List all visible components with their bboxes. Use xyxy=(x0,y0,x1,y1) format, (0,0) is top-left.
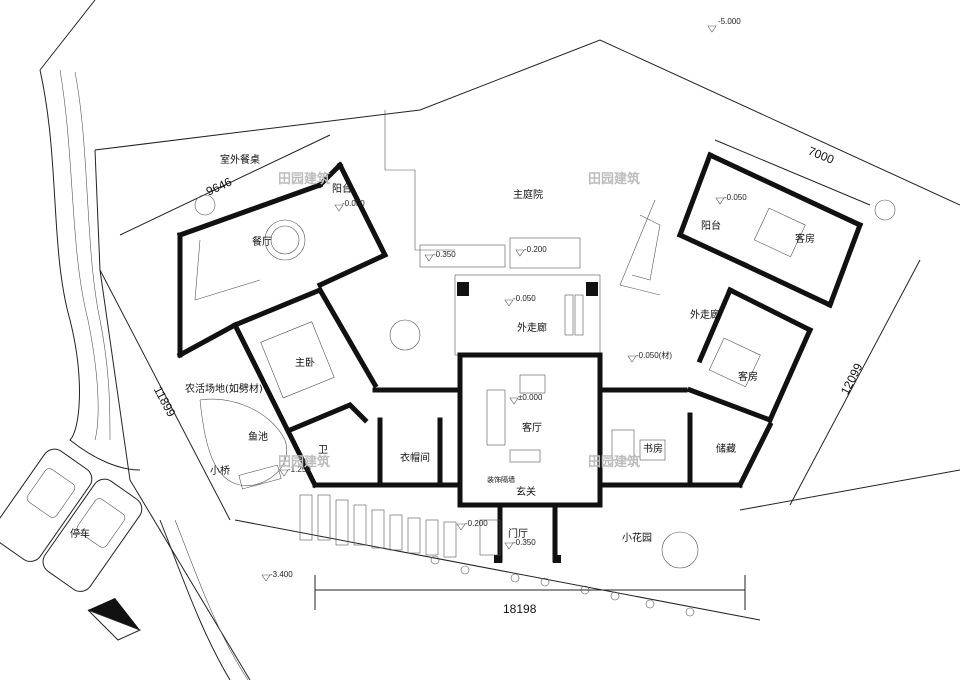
level-balcony-right: -0.050 xyxy=(724,193,747,202)
dim-left-diag: 9646 xyxy=(204,174,234,198)
dim-right-top: 7000 xyxy=(806,144,836,167)
label-main-courtyard: 主庭院 xyxy=(513,188,543,201)
level-markers xyxy=(261,25,725,582)
dim-bottom: 18198 xyxy=(503,602,537,616)
label-balcony-left: 阳台 xyxy=(332,182,352,195)
label-outer-corridor-right: 外走廊 xyxy=(690,308,720,321)
label-entrance-hall: 门厅 xyxy=(508,527,528,540)
river xyxy=(39,69,249,680)
watermark: 田园建筑 xyxy=(278,454,330,470)
parking-area xyxy=(0,448,143,592)
site-boundary xyxy=(39,0,960,680)
level-pond: -1.250 xyxy=(288,465,311,474)
dim-right-side: 12099 xyxy=(838,361,866,397)
stepping-blocks xyxy=(299,494,457,558)
label-balcony-right: 阳台 xyxy=(701,219,721,232)
level-balcony-left: -0.050 xyxy=(342,199,365,208)
right-wing-upper xyxy=(676,151,864,424)
label-farm-area: 农活场地(如劈材) xyxy=(185,382,263,395)
label-study: 书房 xyxy=(643,442,663,455)
label-foyer-hall: 玄关 xyxy=(516,485,536,498)
master-wing xyxy=(231,286,463,489)
level-study: -0.050(材) xyxy=(636,350,672,360)
watermark: 田园建筑 xyxy=(278,171,330,187)
dim-left-side: 11899 xyxy=(151,384,179,420)
dimension-lines xyxy=(99,134,921,610)
label-outer-corridor-center: 外走廊 xyxy=(517,321,547,334)
label-guest-room-2: 客房 xyxy=(738,370,758,383)
plants xyxy=(194,194,896,617)
level-courtyard-2: -0.200 xyxy=(524,245,547,254)
level-living: ±0.000 xyxy=(518,393,543,402)
label-living-room: 客厅 xyxy=(522,421,542,434)
label-cloakroom: 衣帽间 xyxy=(400,451,430,464)
label-dining: 餐厅 xyxy=(252,235,272,248)
right-wing-lower xyxy=(597,387,774,489)
level-bottom-left: -3.400 xyxy=(270,570,293,579)
label-outdoor-dining: 室外餐桌 xyxy=(220,153,260,166)
label-small-garden: 小花园 xyxy=(622,531,652,544)
north-arrow-icon xyxy=(87,598,142,641)
level-entrance-1: -0.200 xyxy=(465,519,488,528)
label-bathroom: 卫 xyxy=(318,445,328,456)
label-fish-pond: 鱼池 xyxy=(248,430,268,443)
watermark: 田园建筑 xyxy=(588,171,640,187)
watermark: 田园建筑 xyxy=(588,454,640,470)
label-storage: 储藏 xyxy=(716,442,736,455)
label-master-bedroom: 主卧 xyxy=(295,356,315,369)
central-block xyxy=(419,237,603,508)
level-corridor: -0.050 xyxy=(513,294,536,303)
level-courtyard-1: -0.350 xyxy=(433,250,456,259)
label-small-bridge: 小桥 xyxy=(210,465,230,477)
label-foyer-wall: 装饰隔墙 xyxy=(487,475,515,484)
pond-area xyxy=(199,398,457,558)
label-guest-room-1: 客房 xyxy=(795,232,815,245)
level-entrance-2: -0.350 xyxy=(513,538,536,547)
entrance xyxy=(479,502,561,563)
left-wing xyxy=(176,161,389,359)
level-top-right: -5.000 xyxy=(718,17,741,26)
label-parking: 停车 xyxy=(70,527,90,540)
